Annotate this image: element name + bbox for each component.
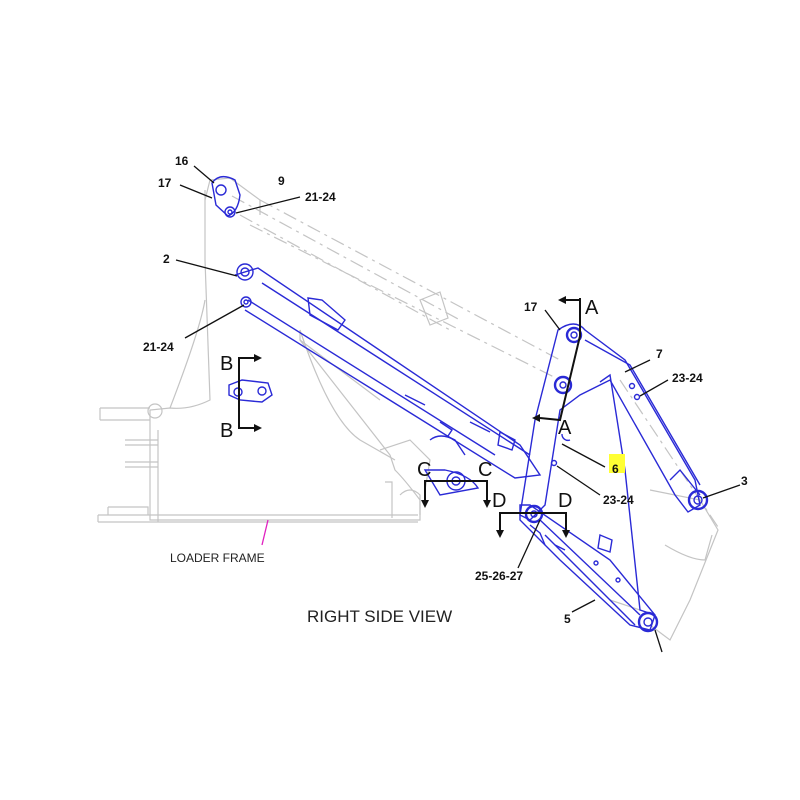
bellcrank-6 [519, 323, 709, 616]
callout-23-24-lower: 23-24 [603, 493, 634, 507]
callout-5: 5 [564, 612, 571, 626]
link-9 [211, 175, 241, 218]
callout-21-24-left: 21-24 [143, 340, 174, 354]
section-b-top-label: B [220, 353, 233, 375]
highlight-marker [609, 454, 625, 473]
section-a-bottom-label: A [558, 417, 572, 439]
callout-23-24-upper: 23-24 [672, 371, 703, 385]
section-b-bottom-label: B [220, 420, 233, 442]
pin-section-c [423, 469, 480, 496]
loader-frame-label: LOADER FRAME [170, 551, 265, 565]
callout-21-24-top: 21-24 [305, 190, 336, 204]
callout-3: 3 [741, 474, 748, 488]
section-c-marker [421, 480, 491, 508]
view-title: RIGHT SIDE VIEW [307, 607, 452, 626]
callout-17-top: 17 [158, 176, 172, 190]
section-d-left-label: D [492, 490, 506, 512]
lift-arm-2 [234, 263, 542, 479]
lift-cylinder-ghost [231, 195, 561, 401]
tilt-link-5 [519, 504, 659, 633]
bucket-ghost [609, 379, 721, 641]
section-c-left-label: C [417, 459, 431, 481]
callout-17-right: 17 [524, 300, 538, 314]
section-d-marker [496, 512, 570, 538]
loader-frame-outline [97, 177, 431, 523]
callout-7: 7 [656, 347, 663, 361]
callout-9: 9 [278, 174, 285, 188]
section-b-link [228, 379, 273, 403]
section-a-marker [532, 296, 581, 422]
callout-16: 16 [175, 154, 189, 168]
section-d-right-label: D [558, 490, 572, 512]
callout-25-26-27: 25-26-27 [475, 569, 523, 583]
section-a-top-label: A [585, 297, 599, 319]
callout-2: 2 [163, 252, 170, 266]
section-c-right-label: C [478, 459, 492, 481]
leader-lines [175, 165, 741, 653]
callout-6: 6 [612, 462, 619, 476]
section-b-marker [238, 354, 262, 432]
